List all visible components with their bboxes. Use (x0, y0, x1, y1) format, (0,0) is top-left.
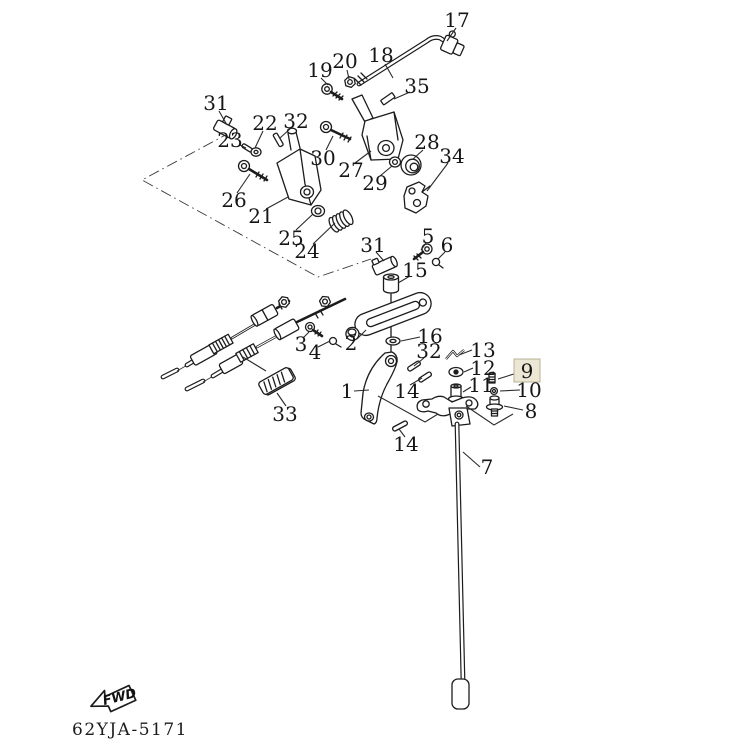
part-label-14[interactable]: 14 (394, 379, 419, 403)
part-19-bolt (321, 83, 344, 101)
part-label-28[interactable]: 28 (414, 130, 439, 154)
part-label-32[interactable]: 32 (416, 339, 441, 363)
part-label-31[interactable]: 31 (360, 233, 385, 257)
part-25-bushing (310, 204, 326, 218)
cable-lower (184, 295, 347, 392)
part-label-9-highlighted[interactable]: 9 (521, 359, 534, 383)
part-label-22[interactable]: 22 (252, 111, 277, 135)
part-16-washer (385, 336, 401, 346)
part-31-clamp-b (371, 255, 398, 276)
part-24-spring (328, 209, 354, 233)
part-label-3[interactable]: 3 (295, 332, 308, 356)
part-35-pin (380, 92, 396, 106)
part-label-24[interactable]: 24 (294, 239, 319, 263)
part-33-grip (258, 367, 296, 396)
part-label-19[interactable]: 19 (307, 58, 332, 82)
part-26-bolt (237, 159, 269, 182)
part-10-washer (489, 386, 499, 396)
part-34-bracket (403, 181, 431, 214)
part-label-33[interactable]: 33 (272, 402, 297, 426)
part-9-screw (488, 371, 496, 384)
center-line (141, 131, 372, 278)
part-28-spring (400, 154, 422, 176)
part-label-26[interactable]: 26 (221, 188, 246, 212)
part-label-17[interactable]: 17 (444, 8, 469, 32)
part-label-2[interactable]: 2 (345, 331, 358, 355)
part-label-21[interactable]: 21 (248, 204, 273, 228)
part-22-bushing (250, 147, 262, 157)
part-1-lever (360, 351, 398, 425)
cable-upper (160, 296, 291, 380)
diagram-code: 62YJA-5171 (72, 720, 188, 740)
part-label-23[interactable]: 23 (217, 128, 242, 152)
part-14-pin-a (418, 371, 433, 383)
part-7-rod (451, 421, 470, 710)
part-18-rod (354, 35, 451, 87)
part-label-34[interactable]: 34 (439, 144, 464, 168)
part-label-25[interactable]: 25 (278, 226, 303, 250)
part-label-35[interactable]: 35 (404, 74, 429, 98)
part-label-7[interactable]: 7 (481, 455, 494, 479)
part-30-bolt (319, 120, 352, 143)
part-label-4[interactable]: 4 (309, 340, 322, 364)
part-12-washer (448, 366, 464, 378)
leader-forks (377, 395, 514, 426)
part-20-nut (344, 75, 356, 89)
part-label-11[interactable]: 11 (468, 373, 493, 397)
part-31-clamp-a (212, 115, 238, 140)
part-label-31[interactable]: 31 (203, 91, 228, 115)
part-13-clip (445, 349, 465, 360)
part-label-1[interactable]: 1 (341, 379, 354, 403)
part-label-5[interactable]: 5 (422, 224, 435, 248)
part-15-bushing (382, 273, 400, 294)
part-29-bushing (388, 156, 402, 168)
part-label-32[interactable]: 32 (283, 109, 308, 133)
part-label-14[interactable]: 14 (393, 432, 418, 456)
part-14-pin-b (391, 420, 409, 432)
part-label-6[interactable]: 6 (441, 233, 454, 257)
part-label-27[interactable]: 27 (338, 158, 363, 182)
part-3-bolt (304, 321, 324, 338)
part-label-30[interactable]: 30 (310, 146, 335, 170)
part-9-highlight-box (513, 358, 541, 383)
part-label-18[interactable]: 18 (368, 43, 393, 67)
part-label-8[interactable]: 8 (525, 399, 538, 423)
fwd-arrow: FWD (90, 684, 138, 713)
part-21-bracket (276, 127, 322, 206)
part-27-lever-bracket (351, 94, 404, 161)
part-6-washer (431, 257, 444, 269)
part-4-clip (328, 336, 342, 348)
part-label-10[interactable]: 10 (516, 378, 541, 402)
part-label-29[interactable]: 29 (362, 171, 387, 195)
throttle-yoke-plate (416, 395, 479, 427)
leader-lines (218, 27, 524, 468)
part-label-13[interactable]: 13 (470, 338, 495, 362)
part-5-bolt (412, 243, 433, 261)
part-label-16[interactable]: 16 (417, 324, 442, 348)
part-label-15[interactable]: 15 (402, 258, 427, 282)
part-label-20[interactable]: 20 (332, 49, 357, 73)
part-32-pin-a (272, 132, 284, 148)
part-17-clamp (440, 30, 465, 57)
part-label-12[interactable]: 12 (470, 356, 495, 380)
part-2-link (345, 291, 432, 342)
part-8-bolt (485, 395, 504, 417)
